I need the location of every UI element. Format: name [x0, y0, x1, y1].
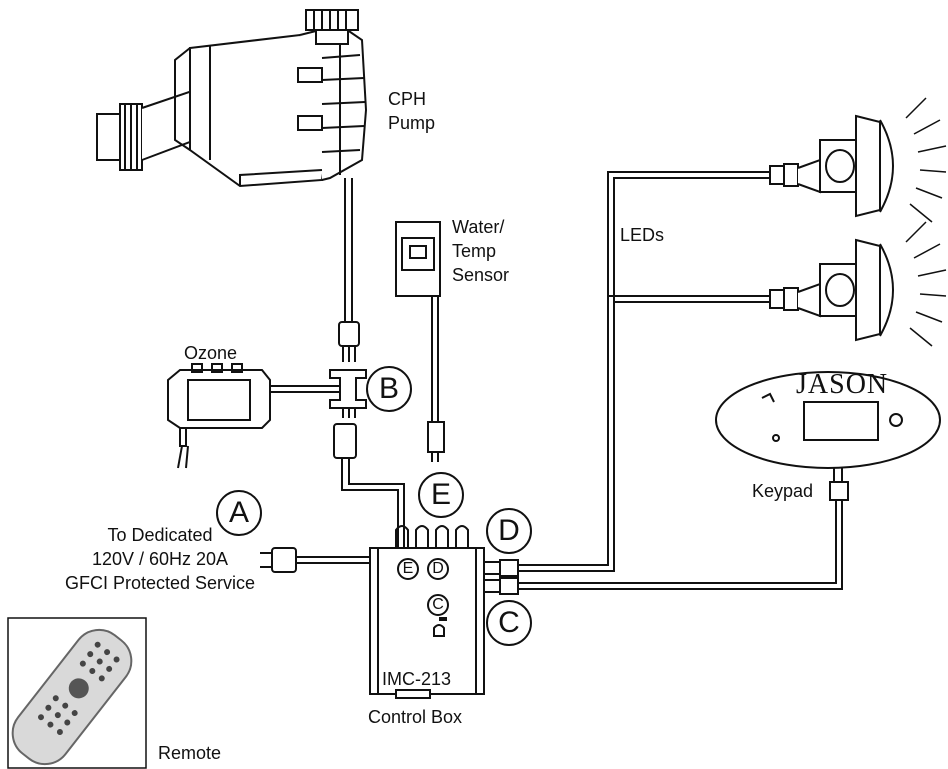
- sensor-label-line3: Sensor: [452, 265, 510, 285]
- keypad-brand-logo: JASON: [796, 369, 889, 400]
- led-light-bottom-illustration: [769, 238, 894, 342]
- remote-label: Remote: [158, 743, 222, 763]
- led-light-top-illustration: [769, 114, 894, 218]
- power-label-line1: To Dedicated: [107, 525, 213, 545]
- connector-d-badge: D: [486, 508, 532, 554]
- box-output-connectors: [483, 559, 519, 595]
- connector-b-badge: B: [366, 366, 412, 412]
- power-label-line3: GFCI Protected Service: [64, 573, 256, 593]
- remote-illustration: [7, 617, 147, 769]
- connector-c-badge: C: [486, 600, 532, 646]
- connector-e-badge: E: [418, 472, 464, 518]
- keypad-illustration: [715, 371, 941, 501]
- control-box-model: IMC-213: [382, 669, 452, 689]
- sensor-label-line1: Water/: [452, 217, 505, 237]
- pump-label-line2: Pump: [388, 113, 436, 133]
- ozone-generator-illustration: [167, 363, 271, 469]
- port-letter-d: D: [432, 560, 444, 577]
- port-letter-e: E: [402, 560, 414, 577]
- control-box-label: Control Box: [368, 707, 463, 727]
- leds-label: LEDs: [620, 225, 665, 245]
- cph-pump-illustration: [96, 9, 368, 188]
- pump-label-line1: CPH: [388, 89, 427, 109]
- power-label-line2: 120V / 60Hz 20A: [91, 549, 229, 569]
- sensor-label-line2: Temp: [452, 241, 497, 261]
- port-letter-c: C: [432, 596, 444, 613]
- control-box-illustration: [369, 525, 485, 699]
- keypad-label: Keypad: [752, 481, 814, 501]
- led-light-rays: [905, 97, 947, 347]
- water-temp-sensor-illustration: [395, 221, 445, 462]
- ozone-label: Ozone: [184, 343, 238, 363]
- connector-a-badge: A: [216, 490, 262, 536]
